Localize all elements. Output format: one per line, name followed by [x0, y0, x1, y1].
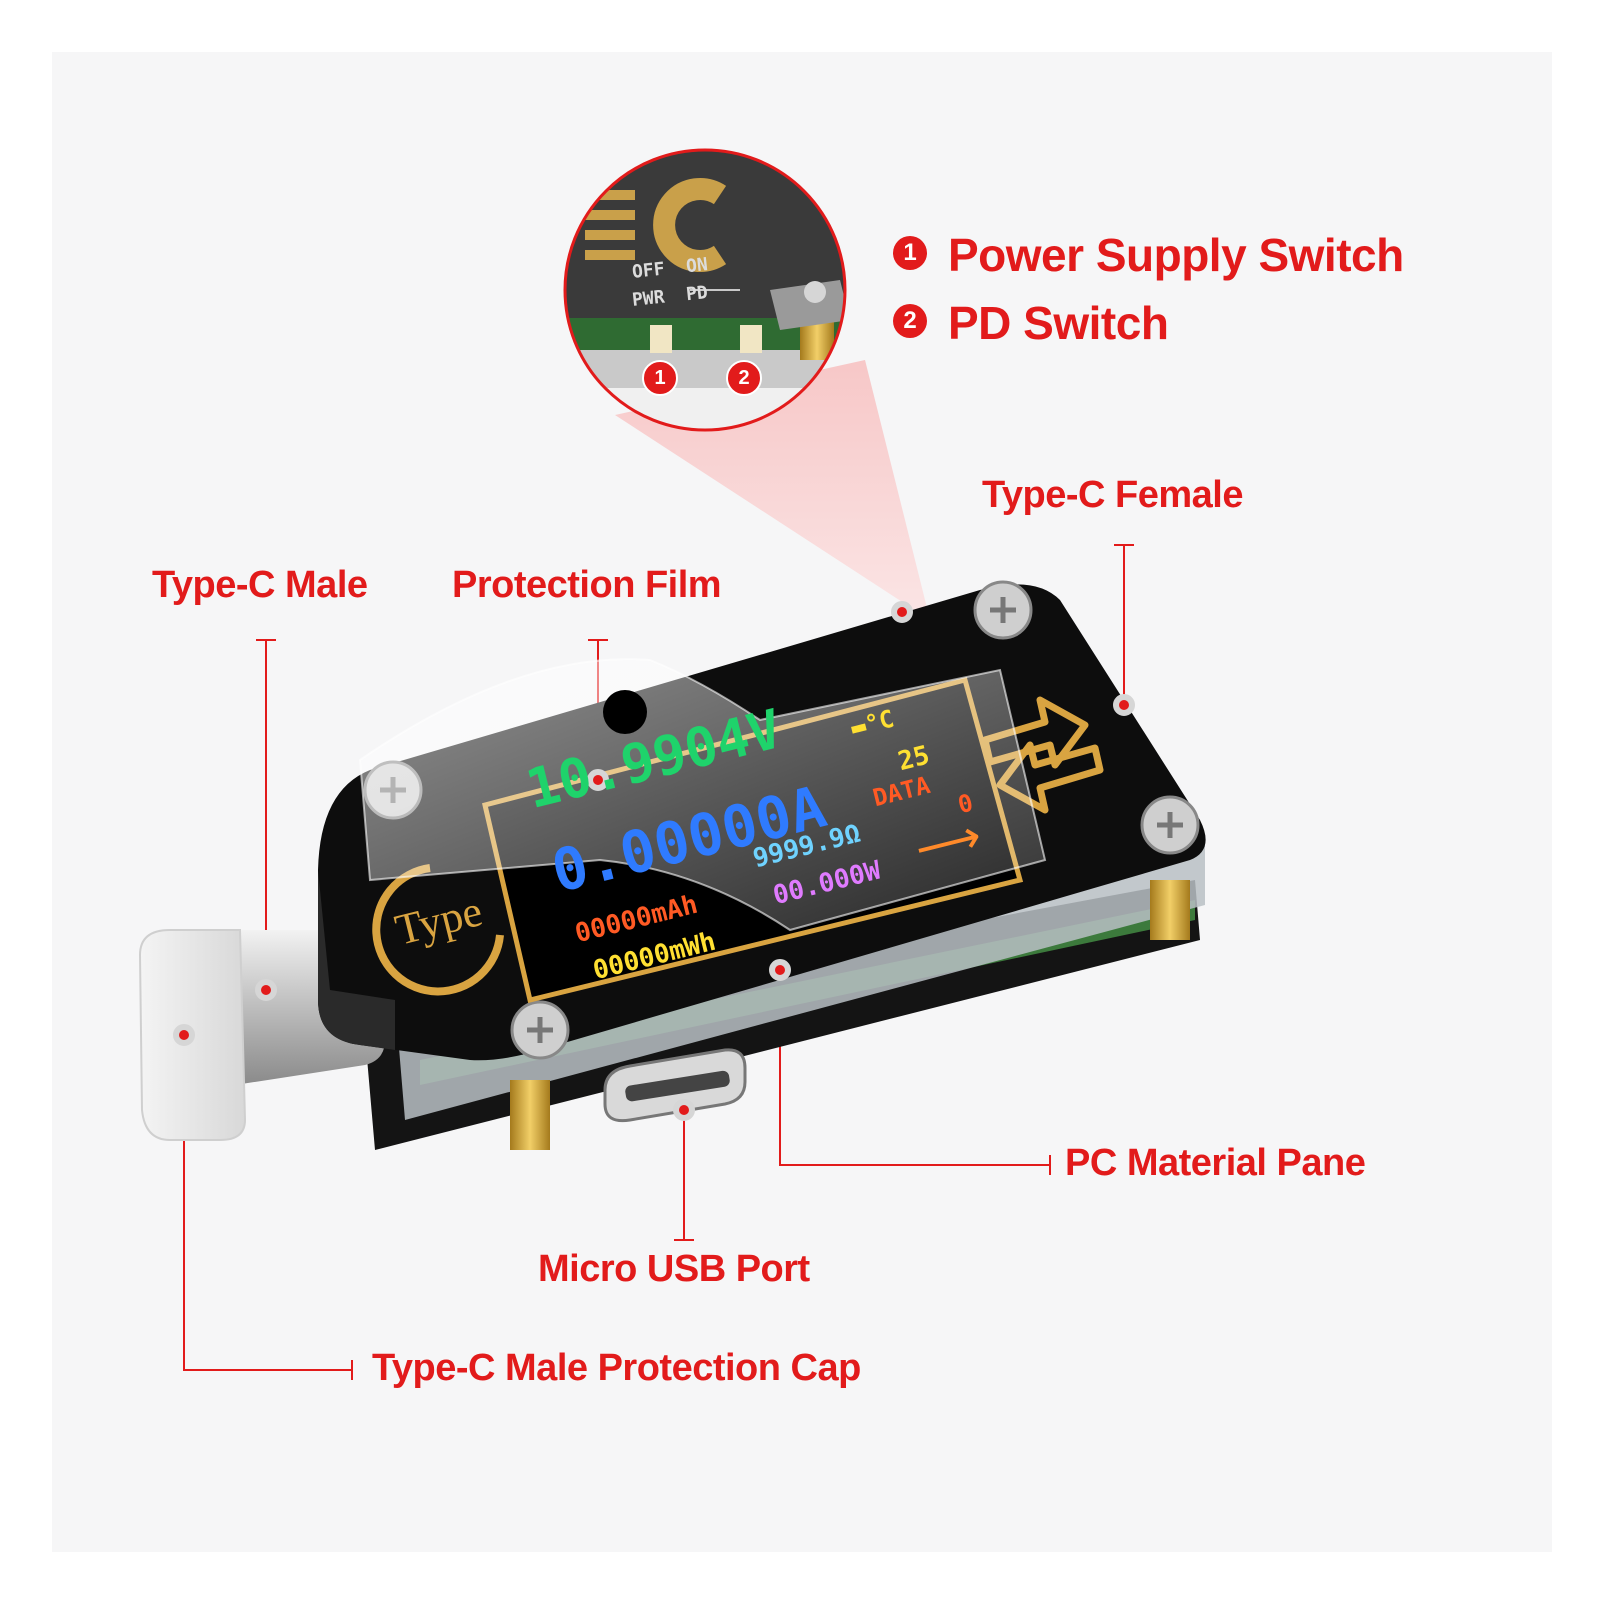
label-micro-usb-port: Micro USB Port	[538, 1248, 810, 1290]
standoff-left	[510, 1080, 550, 1150]
label-type-c-male: Type-C Male	[152, 564, 368, 606]
switch-off-label: OFF	[631, 258, 666, 283]
legend-number-2: 2	[893, 304, 927, 338]
zoom-marker-1: 1	[642, 360, 678, 396]
protection-film	[358, 658, 1047, 932]
pd-label: PD	[685, 282, 709, 306]
label-type-c-male-cap: Type-C Male Protection Cap	[372, 1347, 861, 1389]
switch-on-label: ON	[685, 254, 709, 278]
pwr-label: PWR	[631, 286, 666, 311]
label-protection-film: Protection Film	[452, 564, 722, 606]
callout-dots	[173, 601, 1135, 1121]
label-pc-material-pane: PC Material Pane	[1065, 1142, 1366, 1184]
legend-pd-switch: PD Switch	[948, 297, 1169, 349]
standoff-right	[1150, 880, 1190, 940]
type-logo-ring	[372, 864, 504, 996]
legend-number-1: 1	[893, 236, 927, 270]
zoom-marker-2: 2	[726, 360, 762, 396]
label-type-c-female: Type-C Female	[982, 474, 1243, 516]
zoom-detail	[565, 150, 845, 430]
legend-power-supply-switch: Power Supply Switch	[948, 229, 1404, 281]
